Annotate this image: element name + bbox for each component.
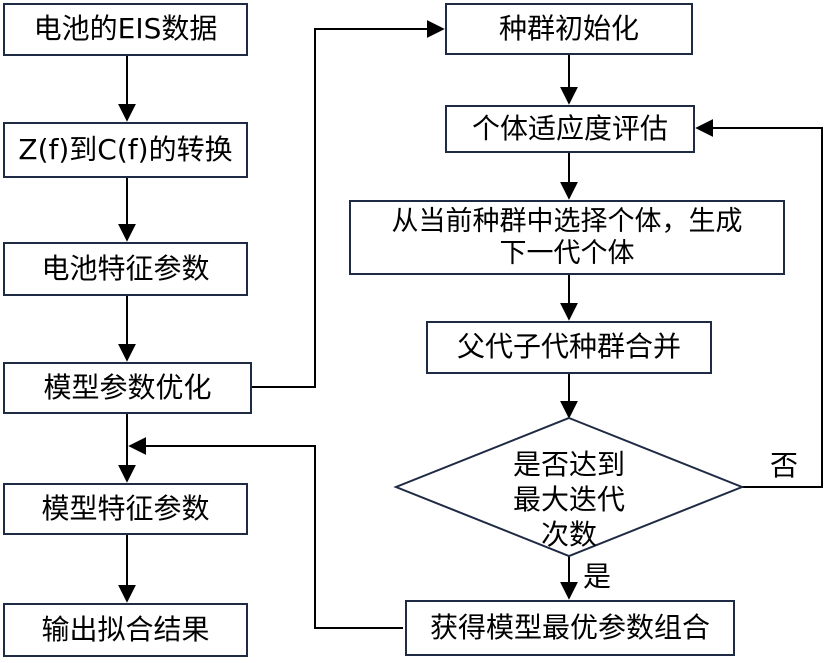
arrow-model-opt-to-init [252,20,445,388]
init-population-box: 种群初始化 [445,3,693,55]
decision-line-3: 次数 [540,518,597,551]
arrow-decision-no-loop [695,119,823,488]
output-result-box: 输出拟合结果 [3,603,248,657]
best-params-label: 获得模型最优参数组合 [429,610,710,644]
arrow-best-to-model-params [128,437,403,629]
eis-data-label: 电池的EIS数据 [33,12,218,46]
best-params-box: 获得模型最优参数组合 [405,600,735,656]
init-population-label: 种群初始化 [498,11,639,45]
select-line-2: 下一代个体 [499,237,635,269]
edge-label-yes: 是 [583,560,612,593]
battery-params-label: 电池特征参数 [41,251,210,285]
model-params-box: 模型特征参数 [3,483,248,535]
merge-label: 父代子代种群合并 [456,330,681,364]
decision-label: 是否达到 最大迭代 次数 [479,447,659,552]
merge-population-box: 父代子代种群合并 [426,321,712,374]
battery-params-box: 电池特征参数 [3,242,248,296]
output-result-label: 输出拟合结果 [41,612,210,646]
decision-line-2: 最大迭代 [512,483,625,516]
edge-label-no: 否 [770,449,799,482]
select-individuals-box: 从当前种群中选择个体，生成 下一代个体 [349,200,785,275]
conversion-box: Z(f)到C(f)的转换 [3,122,248,178]
model-param-opt-box: 模型参数优化 [3,362,252,414]
select-line-1: 从当前种群中选择个体，生成 [391,206,743,238]
eis-data-box: 电池的EIS数据 [3,3,248,56]
fitness-eval-label: 个体适应度评估 [471,111,668,145]
decision-line-1: 是否达到 [512,448,625,481]
model-params-label: 模型特征参数 [41,491,210,525]
model-param-opt-label: 模型参数优化 [43,370,212,404]
fitness-eval-box: 个体适应度评估 [445,105,695,153]
conversion-label: Z(f)到C(f)的转换 [18,132,233,166]
decision-diamond [393,416,745,558]
